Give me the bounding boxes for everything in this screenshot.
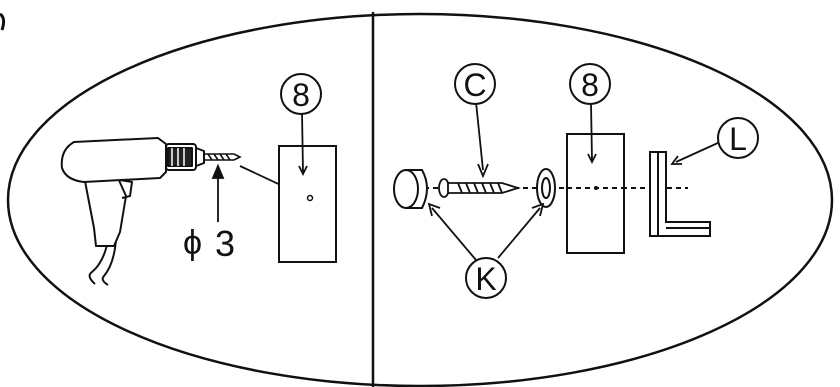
bracket-callout-circle: [717, 117, 759, 159]
bit-arrow: [211, 163, 225, 222]
panel-part-right: [566, 133, 625, 254]
right-panel: C 8 L K: [393, 63, 759, 299]
screw-callout-circle: [454, 63, 496, 105]
drill-bit-icon: [204, 153, 242, 161]
bracket-icon: [649, 151, 711, 237]
screw-callout-label: C: [463, 67, 486, 103]
part-callout-circle: [280, 73, 322, 115]
drill-hole: [306, 194, 314, 202]
bracket-callout-label: L: [729, 121, 747, 157]
outer-ellipse: [6, 12, 834, 387]
left-panel: ϕ 3 8: [60, 73, 337, 286]
screw-icon: [438, 178, 522, 198]
corner-mark: [0, 12, 6, 31]
part-callout-leader: [301, 111, 304, 173]
anchor-callout-label: K: [475, 261, 496, 297]
panel-part: [278, 145, 337, 263]
part-callout-circle-right: [569, 63, 611, 105]
drill-size-symbol: ϕ: [183, 224, 202, 262]
anchor-callout-circle: [465, 257, 507, 299]
part-callout-label: 8: [292, 77, 310, 113]
part-callout-label-right: 8: [581, 67, 599, 103]
cap-icon: [393, 169, 428, 209]
washer-icon: [536, 168, 556, 208]
anchor-callout-arrows: [427, 202, 545, 261]
drill-icon: [60, 137, 205, 286]
drill-size-value: 3: [215, 223, 235, 264]
